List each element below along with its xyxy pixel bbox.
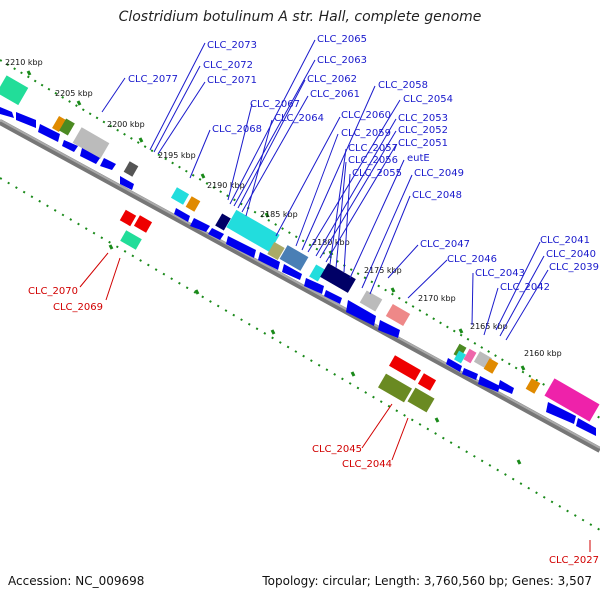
map-title: Clostridium botulinum A str. Hall, compl… bbox=[118, 9, 482, 25]
gene-label: CLC_2073 bbox=[207, 40, 257, 51]
other-labels: CLC_2070 CLC_2069 CLC_2045 CLC_2044 CLC_… bbox=[28, 286, 599, 566]
gene-block bbox=[123, 161, 139, 177]
gene-label: CLC_2052 bbox=[398, 125, 448, 136]
gene-label: CLC_2054 bbox=[403, 94, 453, 105]
gene-label: CLC_2068 bbox=[212, 124, 262, 135]
scale-labels: 2210 kbp 2205 kbp 2200 kbp 2195 kbp 2190… bbox=[5, 58, 562, 358]
gene-block bbox=[59, 118, 75, 136]
gene-label: CLC_2072 bbox=[203, 60, 253, 71]
cds-arrows bbox=[0, 107, 596, 436]
scale-label: 2195 kbp bbox=[158, 151, 196, 160]
gene-label: CLC_2040 bbox=[546, 249, 596, 260]
gene-label: CLC_2041 bbox=[540, 235, 590, 246]
gene-block bbox=[544, 378, 600, 422]
gene-label: CLC_2077 bbox=[128, 74, 178, 85]
gene-block bbox=[454, 350, 466, 364]
gene-block bbox=[389, 355, 421, 381]
accession-text: Accession: NC_009698 bbox=[8, 574, 145, 588]
other-label: CLC_2027 bbox=[549, 555, 599, 566]
gene-label: CLC_2059 bbox=[341, 128, 391, 139]
gene-block bbox=[385, 303, 411, 327]
lower-feature-track bbox=[119, 209, 437, 413]
scale-label: 2205 kbp bbox=[55, 89, 93, 98]
gene-block bbox=[133, 215, 153, 233]
other-label: CLC_2045 bbox=[312, 444, 362, 455]
gene-block bbox=[226, 209, 280, 253]
gene-label: CLC_2053 bbox=[398, 113, 448, 124]
gene-block bbox=[267, 241, 285, 261]
gene-label: CLC_2067 bbox=[250, 99, 300, 110]
genome-backbone bbox=[0, 119, 600, 453]
gene-block bbox=[215, 213, 231, 231]
gene-block bbox=[483, 358, 499, 374]
genome-summary-text: Topology: circular; Length: 3,760,560 bp… bbox=[262, 574, 592, 588]
gene-label: CLC_2063 bbox=[317, 55, 367, 66]
gene-label: CLC_2060 bbox=[341, 110, 391, 121]
gene-block bbox=[320, 263, 356, 293]
gene-block bbox=[463, 348, 477, 364]
gene-block bbox=[279, 245, 309, 271]
gene-block bbox=[309, 264, 325, 282]
upper-feature-track bbox=[0, 75, 600, 422]
gene-label: CLC_2043 bbox=[475, 268, 525, 279]
gene-label: CLC_2048 bbox=[412, 190, 462, 201]
gene-block bbox=[52, 115, 66, 133]
scale-label: 2210 kbp bbox=[5, 58, 43, 67]
gene-block bbox=[120, 230, 142, 250]
gene-label: CLC_2049 bbox=[414, 168, 464, 179]
gene-block bbox=[0, 75, 29, 106]
leader-lines-red bbox=[79, 252, 591, 552]
lower-scale-line bbox=[0, 177, 600, 531]
gene-block bbox=[359, 290, 383, 312]
gene-label: CLC_2042 bbox=[500, 282, 550, 293]
other-label: CLC_2069 bbox=[53, 302, 103, 313]
gene-label: eutE bbox=[407, 153, 430, 164]
gene-label: CLC_2051 bbox=[398, 138, 448, 149]
gene-label: CLC_2056 bbox=[348, 155, 398, 166]
scale-label: 2175 kbp bbox=[364, 266, 402, 275]
gene-label: CLC_2065 bbox=[317, 34, 367, 45]
gene-block bbox=[407, 387, 435, 413]
scale-label: 2185 kbp bbox=[260, 210, 298, 219]
other-label: CLC_2070 bbox=[28, 286, 78, 297]
gene-label: CLC_2047 bbox=[420, 239, 470, 250]
other-label: CLC_2044 bbox=[342, 459, 392, 470]
gene-block bbox=[185, 196, 201, 212]
gene-block bbox=[525, 378, 541, 394]
gene-label: CLC_2058 bbox=[378, 80, 428, 91]
gene-label: CLC_2046 bbox=[447, 254, 497, 265]
scale-label: 2180 kbp bbox=[312, 238, 350, 247]
scale-label: 2160 kbp bbox=[524, 349, 562, 358]
leader-lines-blue bbox=[101, 39, 549, 341]
gene-label: CLC_2071 bbox=[207, 75, 257, 86]
scale-ticks bbox=[26, 70, 526, 465]
gene-label: CLC_2039 bbox=[549, 262, 599, 273]
gene-label: CLC_2064 bbox=[274, 113, 324, 124]
gene-block bbox=[170, 187, 190, 205]
gene-block bbox=[72, 127, 110, 159]
scale-label: 2170 kbp bbox=[418, 294, 456, 303]
genome-backbone-highlight bbox=[0, 119, 600, 449]
gene-block bbox=[378, 373, 412, 403]
scale-label: 2200 kbp bbox=[107, 120, 145, 129]
gene-label: CLC_2061 bbox=[310, 89, 360, 100]
gene-block bbox=[119, 209, 137, 227]
gene-labels: CLC_2077 CLC_2073 CLC_2072 CLC_2071 CLC_… bbox=[128, 34, 599, 293]
gene-label: CLC_2055 bbox=[352, 168, 402, 179]
scale-label: 2190 kbp bbox=[207, 181, 245, 190]
gene-label: CLC_2062 bbox=[307, 74, 357, 85]
scale-label: 2165 kbp bbox=[470, 322, 508, 331]
gene-block bbox=[417, 373, 437, 391]
gene-label: CLC_2057 bbox=[348, 143, 398, 154]
